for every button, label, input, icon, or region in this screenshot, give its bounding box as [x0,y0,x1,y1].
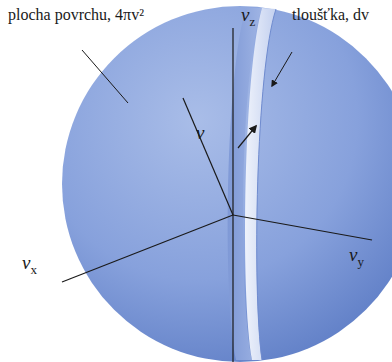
leader-line [82,50,128,103]
vz-axis [232,28,233,362]
radius-line [183,98,233,215]
axis-label: vz [241,4,281,30]
axis-label: vx [22,252,62,278]
thickness-arrow [272,52,292,86]
thickness-label: tloušťka, dv [292,6,382,24]
radius-label: v [196,122,216,144]
surface-label: plocha povrchu, 4πv² [8,6,183,24]
axis-label: vy [349,244,389,270]
thickness-arrow [238,126,256,148]
outer-sphere [62,6,392,362]
vy-axis [233,215,372,240]
shell-edge [257,9,276,360]
vx-axis [62,215,233,282]
shell-band [245,8,276,360]
axes [62,28,372,362]
